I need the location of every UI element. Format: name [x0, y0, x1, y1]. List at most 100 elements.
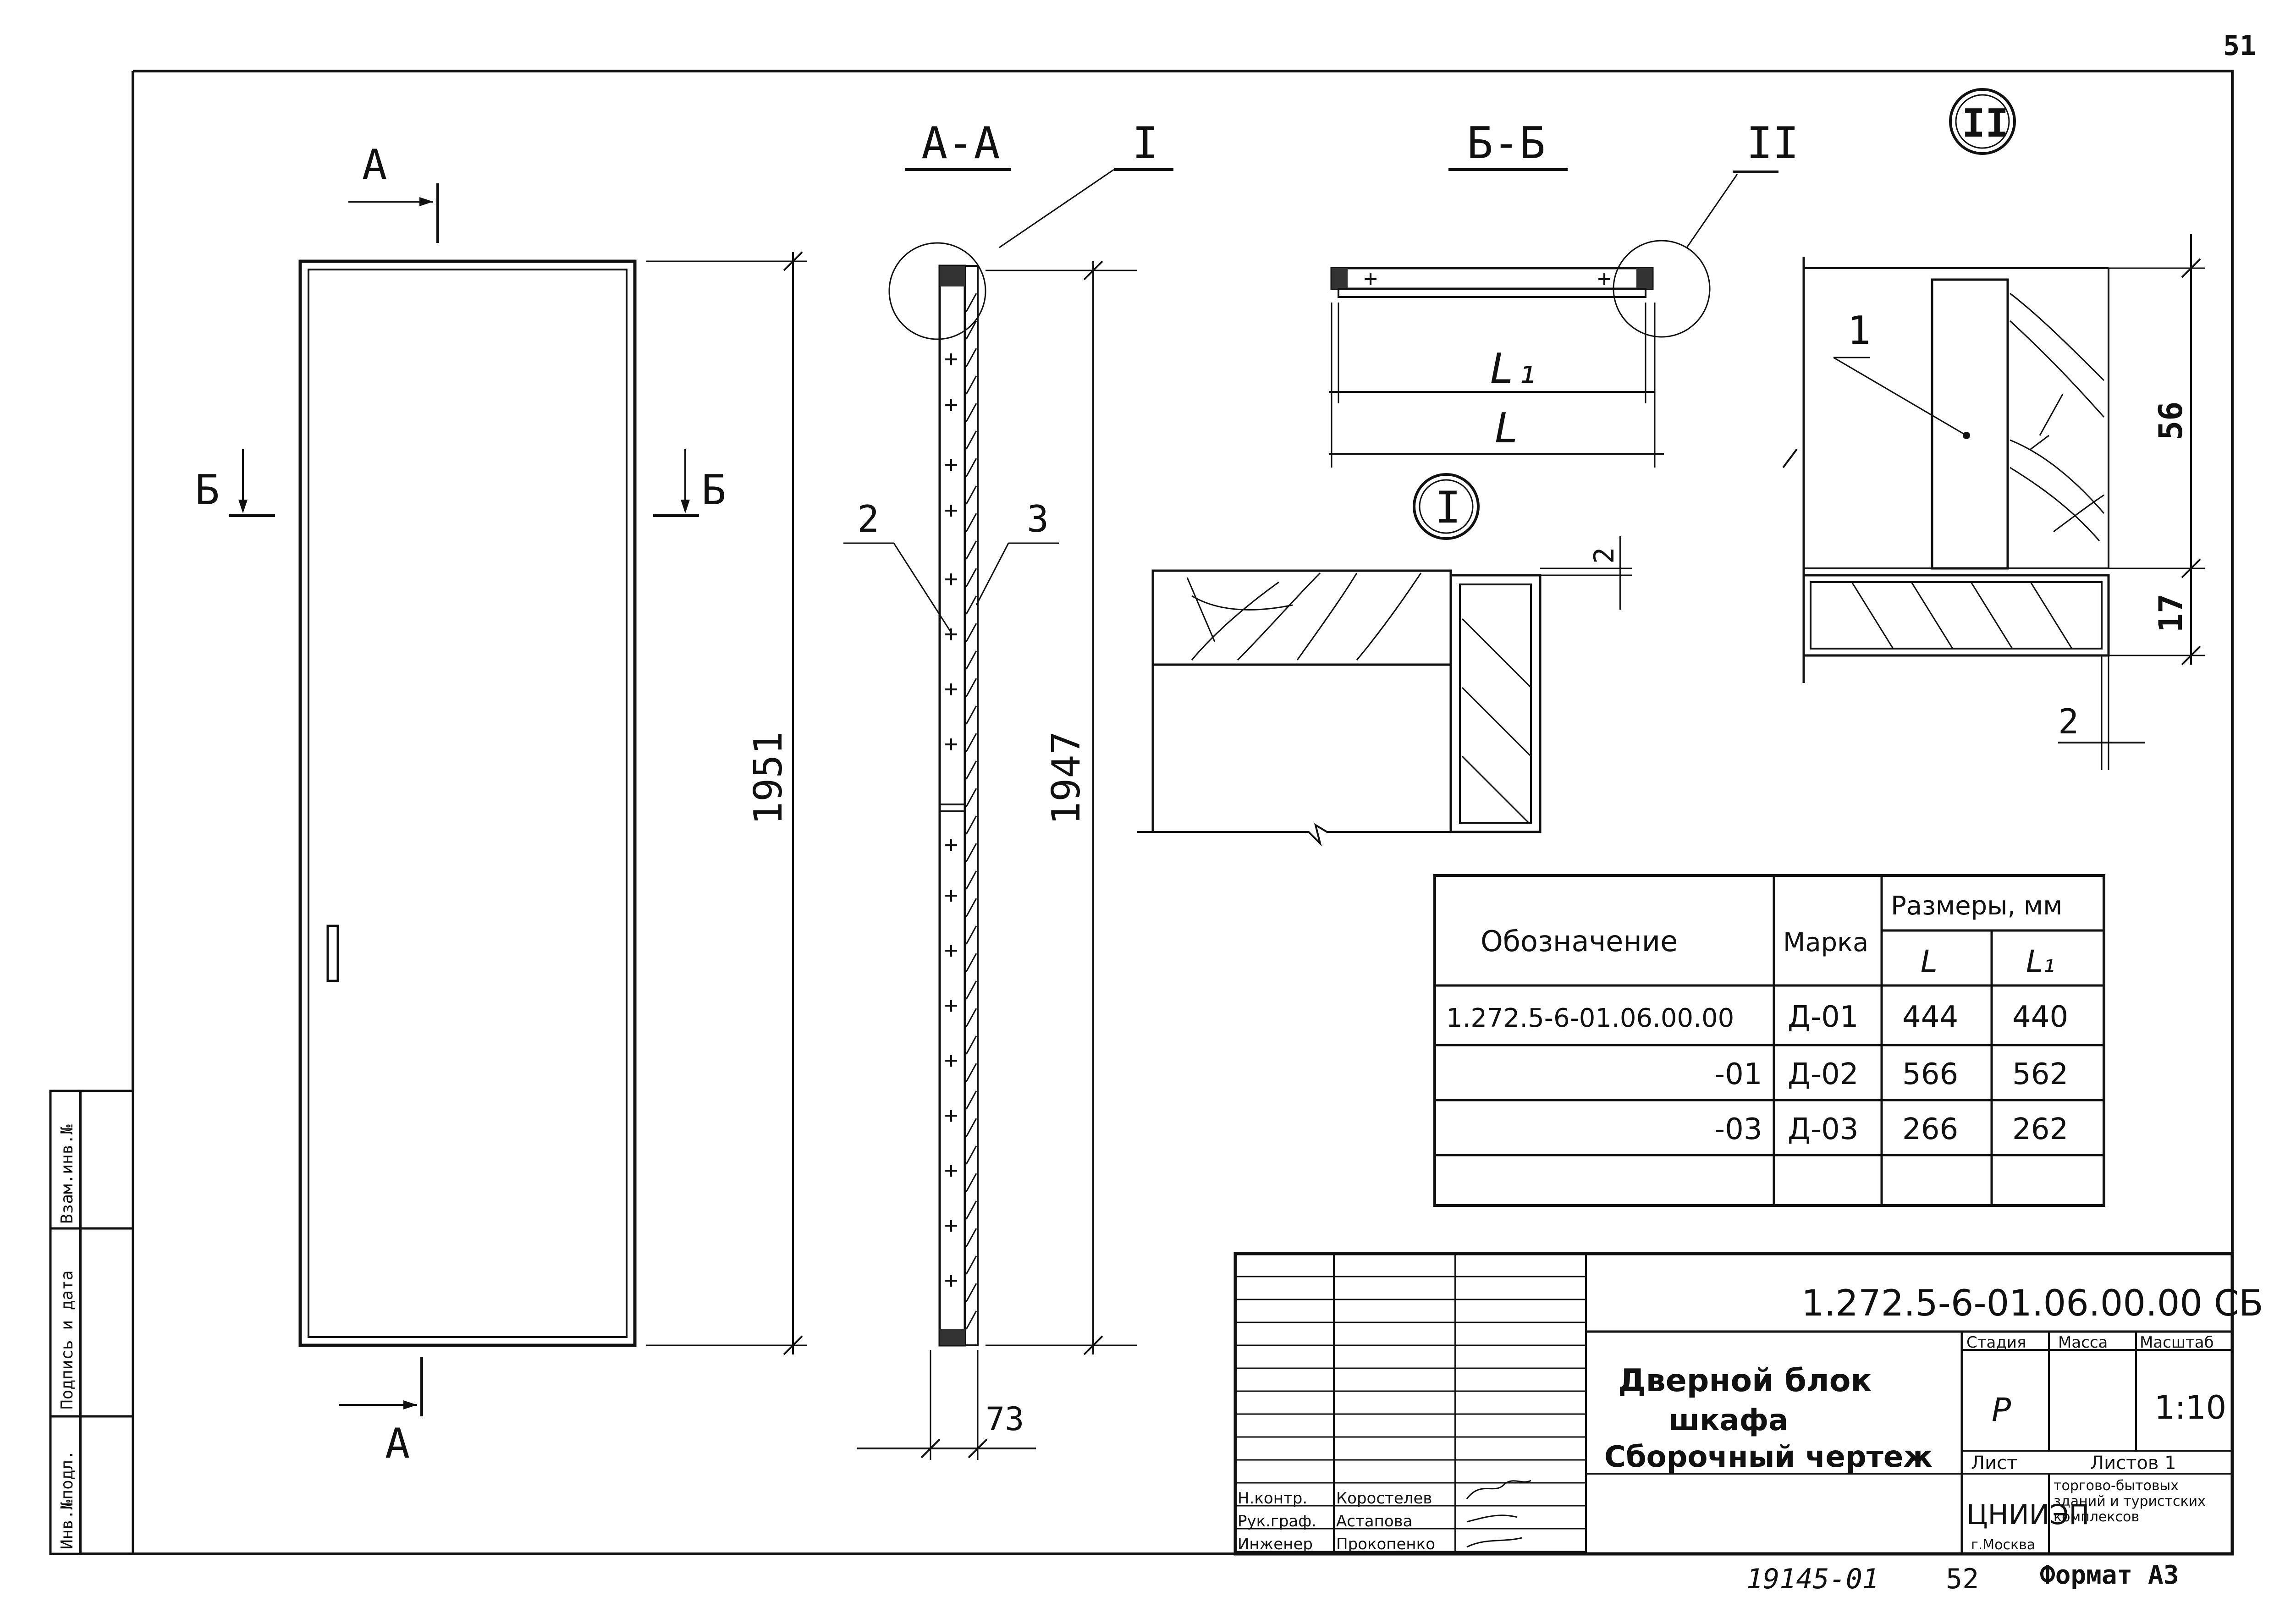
leader-3-label: 3	[1027, 498, 1049, 540]
footer-format: Формат А3	[2040, 1560, 2179, 1590]
row1-designation: 1.272.5-6-01.06.00.00	[1446, 1003, 1734, 1033]
row1-l1: 440	[2012, 1000, 2068, 1034]
fastener-plus: +	[944, 497, 958, 523]
fastener-plus: +	[944, 1157, 958, 1184]
fastener-plus: +	[944, 882, 958, 908]
stamp-replace: Взам.инв.№	[58, 1124, 77, 1224]
callout-ii-label: II	[1746, 118, 1799, 169]
hatch-line	[965, 898, 977, 917]
hatch-line	[965, 1228, 977, 1247]
hatch-line	[965, 1118, 977, 1137]
row1-l: 444	[1902, 1000, 1958, 1034]
section-bb-title: Б-Б	[1467, 118, 1546, 169]
hatch-line	[965, 430, 977, 450]
dim-l1: L₁	[1490, 345, 1539, 393]
hatch-line	[965, 1255, 977, 1275]
stage-value: Р	[1992, 1391, 2011, 1429]
fastener-plus: +	[944, 992, 958, 1018]
row3-mark: Д-03	[1788, 1112, 1859, 1146]
fastener-plus: +	[944, 1267, 958, 1294]
hatch-line	[965, 1063, 977, 1082]
title-block: 1.272.5-6-01.06.00.00 СБ Дверной блок шк…	[1233, 1252, 2263, 1556]
org-short: ЦНИИЭП	[1966, 1499, 2089, 1531]
hatch-line	[965, 925, 977, 945]
section-a-bottom: A	[385, 1420, 410, 1468]
hatch-line	[965, 650, 977, 670]
staff-name-1: Коростелев	[1336, 1489, 1432, 1508]
leader-2-label: 2	[857, 498, 879, 540]
row3-l: 266	[1902, 1112, 1958, 1146]
page-number: 51	[2223, 30, 2256, 62]
door-handle	[326, 925, 339, 982]
th-mark: Марка	[1783, 928, 1868, 958]
stage-label: Стадия	[1966, 1333, 2026, 1352]
hatch-line	[965, 1173, 977, 1192]
row2-designation: -01	[1714, 1057, 1762, 1091]
staff-role-1: Н.контр.	[1238, 1489, 1307, 1508]
fastener-plus: +	[944, 391, 958, 418]
dim-17: 17	[2152, 594, 2190, 633]
sheets-label: Листов 1	[2090, 1453, 2176, 1474]
staff-name-2: Астапова	[1336, 1512, 1413, 1530]
staff-role-3: Инженер	[1238, 1535, 1313, 1553]
scale-value: 1:10	[2154, 1389, 2226, 1426]
hatch-line	[965, 540, 977, 560]
detail-ii-label: II	[1962, 101, 2009, 146]
hatch-line	[965, 1145, 977, 1165]
org-city: г.Москва	[1971, 1537, 2035, 1553]
hatch-line	[965, 1035, 977, 1055]
th-l: L	[1921, 944, 1938, 979]
staff-name-3: Прокопенко	[1336, 1535, 1435, 1553]
callout-i-label: I	[1132, 118, 1158, 169]
stamp-sign: Подпись и дата	[58, 1271, 77, 1409]
dim-56: 56	[2152, 402, 2190, 440]
hatch-line	[965, 815, 977, 835]
hatch-line	[965, 1090, 977, 1110]
title-line2: шкафа	[1668, 1404, 1788, 1437]
section-b-left: Б	[195, 466, 220, 514]
thickness-73: 73	[986, 1400, 1024, 1438]
detail-i-label: I	[1435, 483, 1461, 533]
hatch-line	[965, 568, 977, 587]
row2-l1: 562	[2012, 1057, 2068, 1091]
row2-l: 566	[1902, 1057, 1958, 1091]
detail-i-gap: 2	[1588, 547, 1620, 564]
dim-l: L	[1494, 404, 1519, 452]
hatch-line	[965, 320, 977, 340]
hatch-line	[965, 1008, 977, 1027]
sheet-label: Лист	[1971, 1453, 2017, 1474]
hatch-line	[965, 403, 977, 422]
fastener-plus: +	[944, 451, 958, 478]
fastener-marks: +++++++++++++++++	[944, 346, 958, 1294]
hatch-line	[965, 293, 977, 312]
hatch-line	[965, 733, 977, 752]
spec-table: Обозначение Марка Размеры, мм L L₁ 1.272…	[1433, 874, 2105, 1207]
detail-ii-gap: 2	[2058, 701, 2079, 742]
hatch-line	[965, 623, 977, 642]
fastener-plus: +	[944, 566, 958, 592]
stamp-inv: Инв.№подл.	[58, 1450, 77, 1549]
row1-mark: Д-01	[1788, 1000, 1859, 1034]
section-aa: А-А I +++++++++++++++++ 2 3 1947 73	[843, 118, 1173, 1460]
row2-mark: Д-02	[1788, 1057, 1859, 1091]
row3-designation: -03	[1714, 1112, 1762, 1146]
fastener-plus: +	[944, 1102, 958, 1129]
hatch-line	[965, 513, 977, 532]
height-1947: 1947	[1044, 731, 1089, 825]
scale-label: Масштаб	[2140, 1333, 2214, 1352]
fastener-plus: +	[944, 676, 958, 702]
hatch-line	[965, 760, 977, 780]
row3-l1: 262	[2012, 1112, 2068, 1146]
hatch-line	[965, 678, 977, 697]
hatch-line	[965, 953, 977, 972]
hatch-line	[965, 788, 977, 807]
fastener-plus: +	[944, 731, 958, 757]
hatch-line	[965, 1283, 977, 1302]
staff-role-2: Рук.граф.	[1238, 1512, 1316, 1530]
section-bb: Б-Б II + + L₁ L	[1329, 118, 1799, 468]
hatch-line	[965, 980, 977, 1000]
hatch-line	[965, 458, 977, 477]
hatch-line	[965, 1200, 977, 1220]
signatures	[1466, 1480, 1531, 1548]
